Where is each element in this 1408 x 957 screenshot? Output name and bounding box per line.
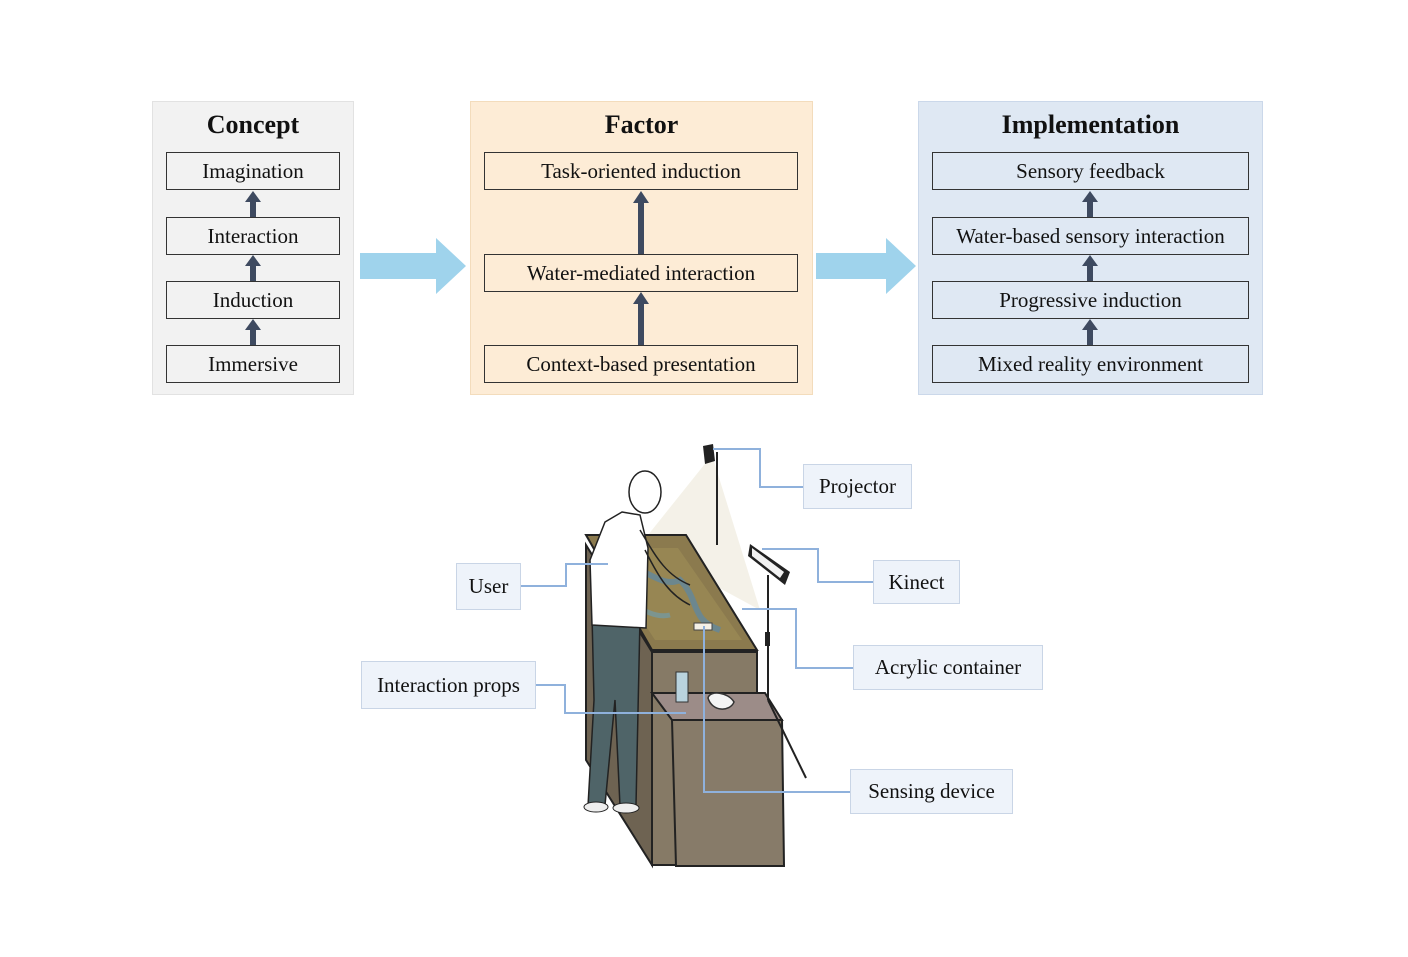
up-arrow-icon	[1082, 255, 1098, 281]
label-user: User	[456, 563, 521, 610]
concept-box-imagination: Imagination	[166, 152, 340, 190]
factor-box-task: Task-oriented induction	[484, 152, 798, 190]
leader-kinect	[762, 548, 873, 583]
projector-icon	[703, 444, 715, 464]
factor-box-context: Context-based presentation	[484, 345, 798, 383]
kinect-icon	[748, 544, 790, 585]
up-arrow-icon	[1082, 319, 1098, 345]
flow-arrow-icon	[360, 238, 466, 294]
interaction-props-icon	[675, 671, 735, 710]
label-projector: Projector	[803, 464, 912, 509]
concept-box-immersive: Immersive	[166, 345, 340, 383]
label-sensing-device: Sensing device	[850, 769, 1013, 814]
concept-title: Concept	[206, 110, 300, 139]
up-arrow-icon	[245, 191, 261, 217]
concept-box-induction: Induction	[166, 281, 340, 319]
user-figure	[583, 470, 691, 814]
leader-user	[521, 563, 608, 587]
factor-panel: Factor Task-oriented induction Water-med…	[470, 101, 813, 395]
impl-box-sensory: Sensory feedback	[932, 152, 1249, 190]
impl-box-water-sensory: Water-based sensory interaction	[932, 217, 1249, 255]
impl-box-mixed: Mixed reality environment	[932, 345, 1249, 383]
leader-sensing	[703, 626, 850, 793]
leader-lines	[521, 448, 873, 793]
label-acrylic-container: Acrylic container	[853, 645, 1043, 690]
up-arrow-icon	[633, 191, 649, 255]
up-arrow-icon	[1082, 191, 1098, 217]
concept-panel: Concept Imagination Interaction Inductio…	[152, 101, 354, 395]
concept-box-interaction: Interaction	[166, 217, 340, 255]
leader-props	[536, 684, 686, 714]
projector-light-cone	[640, 455, 760, 610]
impl-box-progressive: Progressive induction	[932, 281, 1249, 319]
up-arrow-icon	[245, 255, 261, 281]
flow-arrow-icon	[816, 238, 916, 294]
up-arrow-icon	[245, 319, 261, 345]
label-kinect: Kinect	[873, 560, 960, 604]
label-interaction-props: Interaction props	[361, 661, 536, 709]
leader-projector	[713, 448, 803, 488]
leader-acrylic	[742, 608, 853, 669]
implementation-title: Implementation	[1001, 110, 1180, 139]
implementation-panel: Implementation Sensory feedback Water-ba…	[918, 101, 1263, 395]
factor-box-water: Water-mediated interaction	[484, 254, 798, 292]
factor-title: Factor	[604, 110, 679, 139]
up-arrow-icon	[633, 292, 649, 345]
